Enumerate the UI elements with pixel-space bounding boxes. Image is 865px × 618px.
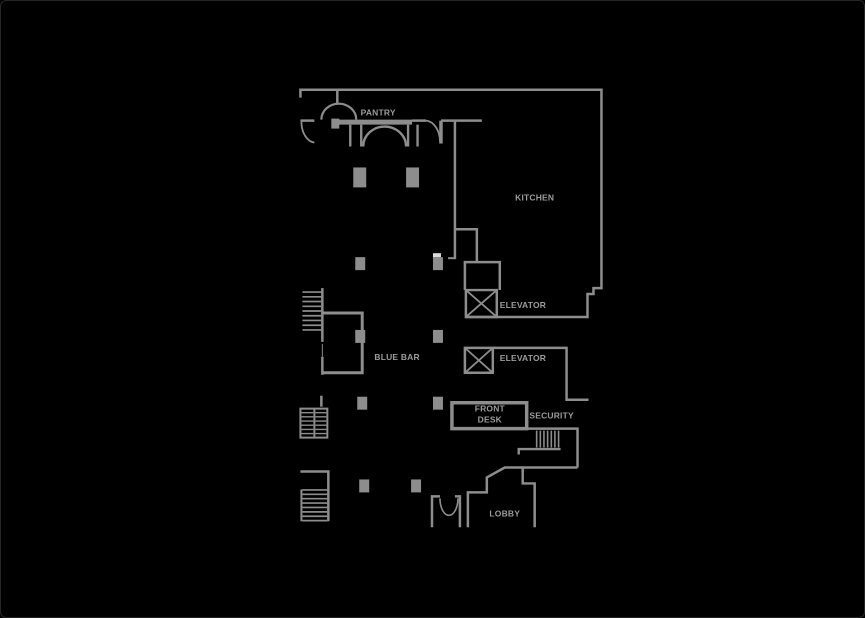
wall-lobby-upper-wall [466, 466, 578, 528]
wall-pantry-right-door-arc [425, 119, 441, 142]
column-4-cap [432, 253, 441, 258]
wall-security-stair-treads [535, 430, 560, 448]
wall-stairs-mid-box [299, 407, 329, 439]
column-4 [432, 257, 443, 271]
wall-kitchen-closet-step [454, 228, 479, 262]
wall-security-bottom-wall [526, 427, 579, 468]
wall-stairs-lower-frame [300, 470, 330, 522]
wall-outer-top-kitchen-wall [299, 88, 603, 319]
column-6 [432, 329, 443, 343]
column-9 [359, 479, 370, 493]
wall-lobby-door-right-jamb [454, 495, 462, 528]
wall-pantry-dome-door-arc [320, 102, 358, 120]
label-elevator-2: ELEVATOR [500, 353, 546, 363]
wall-lobby-inner-step [521, 467, 536, 528]
wall-lobby-door-arcs [439, 498, 459, 517]
wall-stairs-mid-treads [301, 411, 327, 435]
wall-elevator-2-x [464, 347, 494, 374]
column-10 [411, 479, 422, 493]
label-blue-bar: BLUE BAR [374, 352, 419, 362]
label-security: SECURITY [529, 411, 574, 421]
wall-elevator-1-x [465, 289, 498, 318]
label-elevator-1: ELEVATOR [500, 300, 546, 310]
column-1 [353, 167, 367, 188]
label-kitchen: KITCHEN [515, 192, 554, 202]
label-front-desk-line-2: DESK [478, 415, 503, 425]
pantry-jamb-block [331, 118, 340, 129]
label-pantry: PANTRY [361, 108, 396, 118]
wall-lobby-door-left-jamb [430, 495, 440, 528]
column-5 [355, 329, 366, 343]
column-8 [432, 396, 443, 410]
wall-pantry-left-door-arc [300, 121, 315, 144]
wall-pantry-arch [362, 125, 408, 147]
wall-stairs-upper-treads [302, 291, 322, 331]
wall-stairs-lower-treads [302, 489, 328, 522]
wall-security-stair-ledge [517, 447, 561, 455]
column-7 [357, 396, 368, 410]
wall-elevator-2-top-wall [492, 346, 589, 401]
column-3 [355, 257, 366, 271]
wall-elevator-1-shaft-box [463, 260, 502, 291]
label-lobby: LOBBY [489, 508, 520, 518]
column-2 [406, 167, 420, 188]
label-front-desk-line-1: FRONT [475, 404, 506, 414]
